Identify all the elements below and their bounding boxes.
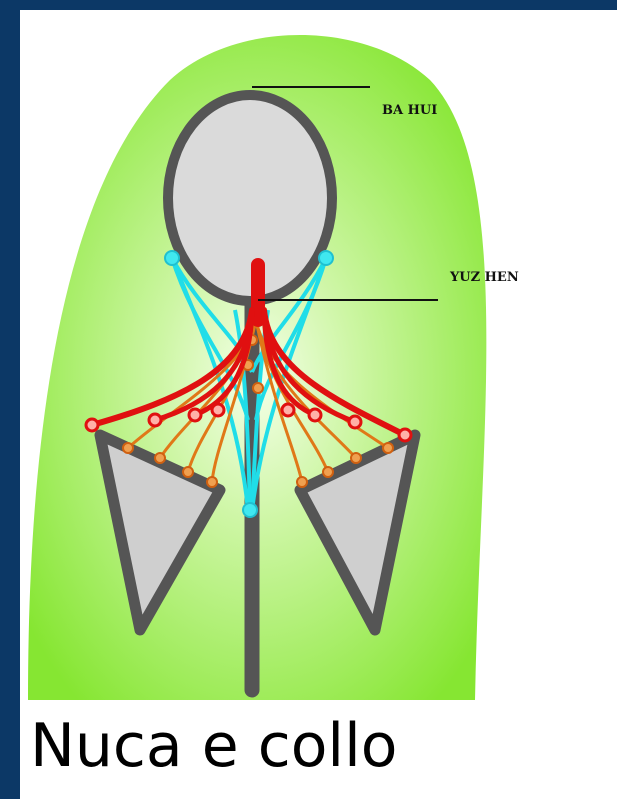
red-point (86, 419, 98, 431)
red-point (399, 429, 411, 441)
orange-point (383, 443, 393, 453)
orange-point (253, 383, 263, 393)
orange-point (155, 453, 165, 463)
red-point (349, 416, 361, 428)
meridian-diagram: BA HUI YUZ HEN (20, 10, 617, 799)
red-point (282, 404, 294, 416)
red-point (149, 414, 161, 426)
cyan-point-bottom (243, 503, 257, 517)
bahui-label: BA HUI (382, 103, 437, 118)
orange-point (323, 467, 333, 477)
orange-point (207, 477, 217, 487)
yuzhen-label: YUZ HEN (449, 270, 519, 285)
red-point (212, 404, 224, 416)
cyan-point-right (319, 251, 333, 265)
head (168, 95, 332, 301)
cyan-point-left (165, 251, 179, 265)
orange-point (297, 477, 307, 487)
orange-point (351, 453, 361, 463)
red-point (309, 409, 321, 421)
red-point (189, 409, 201, 421)
orange-point (123, 443, 133, 453)
orange-point (183, 467, 193, 477)
caption: Nuca e collo (30, 716, 397, 776)
diagram-frame: BA HUI YUZ HEN Nuca e collo (20, 10, 617, 799)
